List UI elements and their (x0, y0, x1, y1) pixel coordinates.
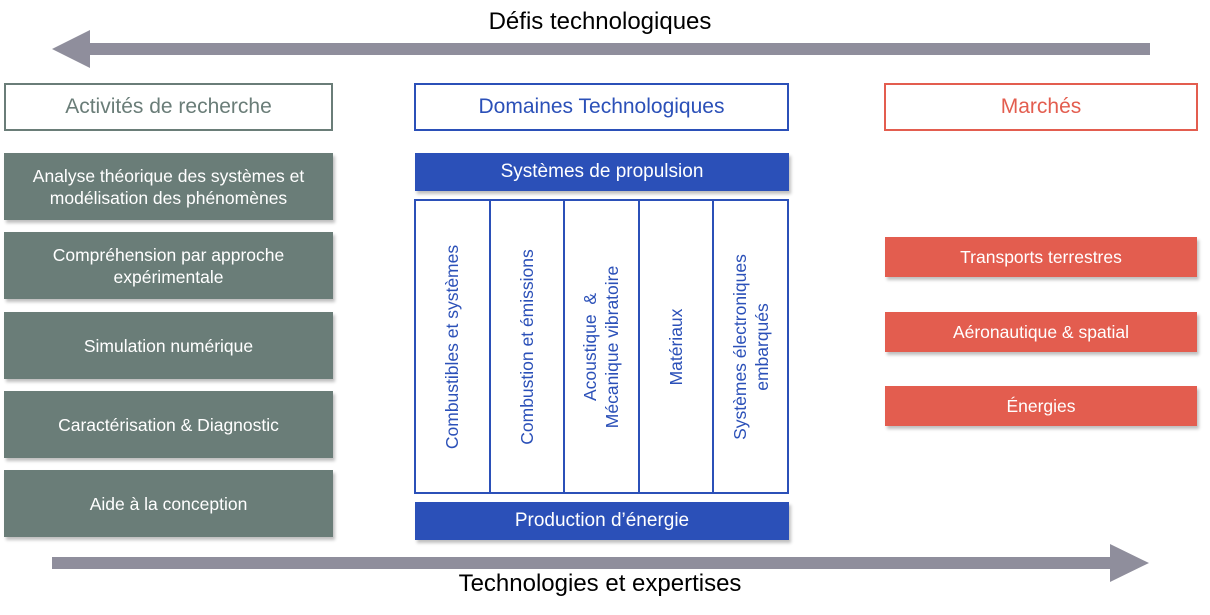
domain-column-combustion: Combustion et émissions (491, 201, 566, 492)
domains-header: Domaines Technologiques (414, 83, 789, 131)
domain-column-materials: Matériaux (640, 201, 715, 492)
bottom-arrow-label-wrap: Technologies et expertises (0, 570, 1200, 598)
domain-label-materials: Matériaux (666, 308, 687, 385)
left-arrow (52, 30, 1152, 70)
domain-label-fuels: Combustibles et systèmes (442, 244, 463, 449)
research-item-simulation: Simulation numérique (4, 312, 333, 379)
bottom-arrow-label: Technologies et expertises (458, 570, 742, 597)
market-item-energies: Énergies (885, 386, 1197, 426)
domain-label-acoustics: Acoustique & Mécanique vibratoire (580, 265, 623, 428)
domain-column-fuels: Combustibles et systèmes (416, 201, 491, 492)
domain-label-electronics: Systèmes électroniques embarqués (729, 253, 772, 440)
domain-label-combustion: Combustion et émissions (516, 248, 537, 445)
research-header: Activités de recherche (4, 83, 333, 131)
domain-column-electronics: Systèmes électroniques embarqués (714, 201, 787, 492)
energy-production-bar: Production d’énergie (415, 502, 789, 540)
domain-column-acoustics: Acoustique & Mécanique vibratoire (565, 201, 640, 492)
technology-domains-grid: Combustibles et systèmes Combustion et é… (414, 199, 789, 494)
research-item-diagnostic: Caractérisation & Diagnostic (4, 391, 333, 458)
market-item-land-transport: Transports terrestres (885, 237, 1197, 277)
top-arrow-label-wrap: Défis technologiques (0, 8, 1200, 36)
markets-header: Marchés (884, 83, 1198, 131)
right-arrow (52, 544, 1152, 584)
propulsion-systems-bar: Systèmes de propulsion (415, 153, 789, 191)
research-item-analysis: Analyse théorique des systèmes et modéli… (4, 153, 333, 220)
top-arrow-label: Défis technologiques (488, 8, 712, 35)
research-item-experimental: Compréhension par approche expérimentale (4, 232, 333, 299)
research-item-design: Aide à la conception (4, 470, 333, 537)
market-item-aerospace: Aéronautique & spatial (885, 312, 1197, 352)
